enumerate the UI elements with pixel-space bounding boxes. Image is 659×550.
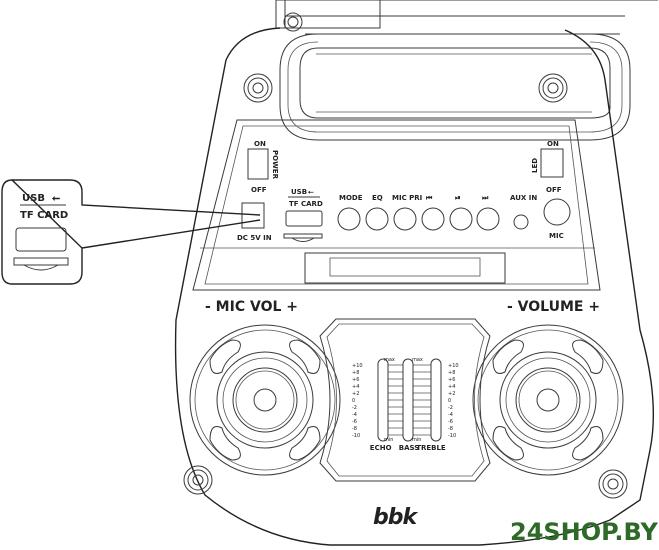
mic-pri-button[interactable]	[393, 207, 417, 231]
previous-button[interactable]	[421, 207, 445, 231]
eq-slider-panel	[319, 318, 491, 482]
dc-in-label: DC 5V IN	[237, 234, 272, 242]
scale-label-left: -10	[352, 433, 360, 439]
min-label: min	[384, 437, 393, 443]
scale-label-right: -4	[448, 412, 453, 418]
scale-label-right: 0	[448, 398, 451, 404]
mic-pri-label: MIC PRI	[392, 194, 422, 202]
scale-label-right: +10	[448, 363, 459, 369]
scale-label-left: +4	[352, 384, 359, 390]
scale-label-left: +8	[352, 370, 359, 376]
scale-label-left: -2	[352, 405, 357, 411]
led-switch[interactable]: ON LED OFF	[531, 140, 564, 194]
dc-in-port: DC 5V IN	[237, 202, 272, 242]
mode-button[interactable]	[337, 207, 361, 231]
usb-tf-slot[interactable]: USB ⭠ TF CARD	[283, 188, 323, 242]
screw-top-right	[538, 73, 568, 103]
tf-card-label: TF CARD	[289, 200, 323, 208]
callout-usb-icon: ⭠	[52, 193, 60, 204]
previous-track-icon: ⏮	[426, 194, 433, 202]
scale-label-left: +10	[352, 363, 363, 369]
max-label: max	[412, 357, 423, 363]
power-on-label: ON	[254, 140, 266, 148]
led-off-label: OFF	[546, 186, 562, 194]
scale-label-right: +4	[448, 384, 455, 390]
scale-label-left: 0	[352, 398, 355, 404]
aux-in-jack	[513, 214, 529, 230]
power-label: POWER	[271, 150, 279, 180]
screw-bottom-right	[598, 469, 628, 499]
play-pause-icon: ⏯	[455, 194, 461, 202]
mic-vol-knob[interactable]	[189, 324, 341, 476]
button-row: MODE EQ MIC PRI ⏮ ⏯ ⏭ AUX IN	[337, 194, 537, 231]
callout-usb-label: USB	[22, 193, 45, 204]
channel-label-bass: BASS	[399, 444, 420, 452]
volume-knob[interactable]	[472, 324, 624, 476]
speaker-body-outline	[174, 27, 655, 546]
aux-in-label: AUX IN	[510, 194, 537, 202]
volume-label: - VOLUME +	[507, 299, 600, 315]
scale-label-right: -6	[448, 419, 453, 425]
channel-label-echo: ECHO	[370, 444, 392, 452]
mic-jack: MIC	[543, 198, 571, 240]
usb-label: USB	[291, 188, 307, 196]
scale-label-left: +2	[352, 391, 359, 397]
scale-label-right: +8	[448, 370, 455, 376]
screw-top-left	[243, 73, 273, 103]
next-track-icon: ⏭	[482, 194, 489, 202]
usb-tf-callout: USB ⭠ TF CARD	[1, 179, 261, 285]
slider-bass[interactable]	[402, 358, 414, 442]
scale-label-right: +2	[448, 391, 455, 397]
next-button[interactable]	[476, 207, 500, 231]
max-label: max	[384, 357, 395, 363]
led-label: LED	[531, 158, 539, 173]
slider-treble[interactable]	[430, 358, 442, 442]
scale-label-right: -10	[448, 433, 456, 439]
slider-echo[interactable]	[377, 358, 389, 442]
eq-button[interactable]	[365, 207, 389, 231]
control-panel	[192, 119, 601, 291]
callout-tf-card-label: TF CARD	[20, 210, 68, 221]
scale-label-left: -8	[352, 426, 357, 432]
scale-label-right: +6	[448, 377, 455, 383]
scale-label-left: -4	[352, 412, 357, 418]
power-switch[interactable]: ON POWER OFF	[247, 140, 279, 194]
bbk-logo: bbk	[373, 505, 418, 530]
min-label: min	[412, 437, 421, 443]
power-off-label: OFF	[251, 186, 267, 194]
scale-label-left: -6	[352, 419, 357, 425]
led-on-label: ON	[547, 140, 559, 148]
screw-top-small	[283, 12, 303, 32]
scale-label-left: +6	[352, 377, 359, 383]
mode-label: MODE	[339, 194, 363, 202]
screw-bottom-left	[183, 465, 213, 495]
scale-label-right: -2	[448, 405, 453, 411]
channel-label-treble: TREBLE	[416, 444, 446, 452]
carry-handle	[275, 0, 658, 141]
play-pause-button[interactable]	[449, 207, 473, 231]
eq-label: EQ	[372, 194, 383, 202]
shop-watermark: 24SHOP.BY	[510, 518, 658, 546]
mic-label: MIC	[549, 232, 564, 240]
mic-vol-label: - MIC VOL +	[205, 299, 298, 315]
usb-symbol-icon: ⭠	[308, 188, 314, 196]
scale-label-right: -8	[448, 426, 453, 432]
